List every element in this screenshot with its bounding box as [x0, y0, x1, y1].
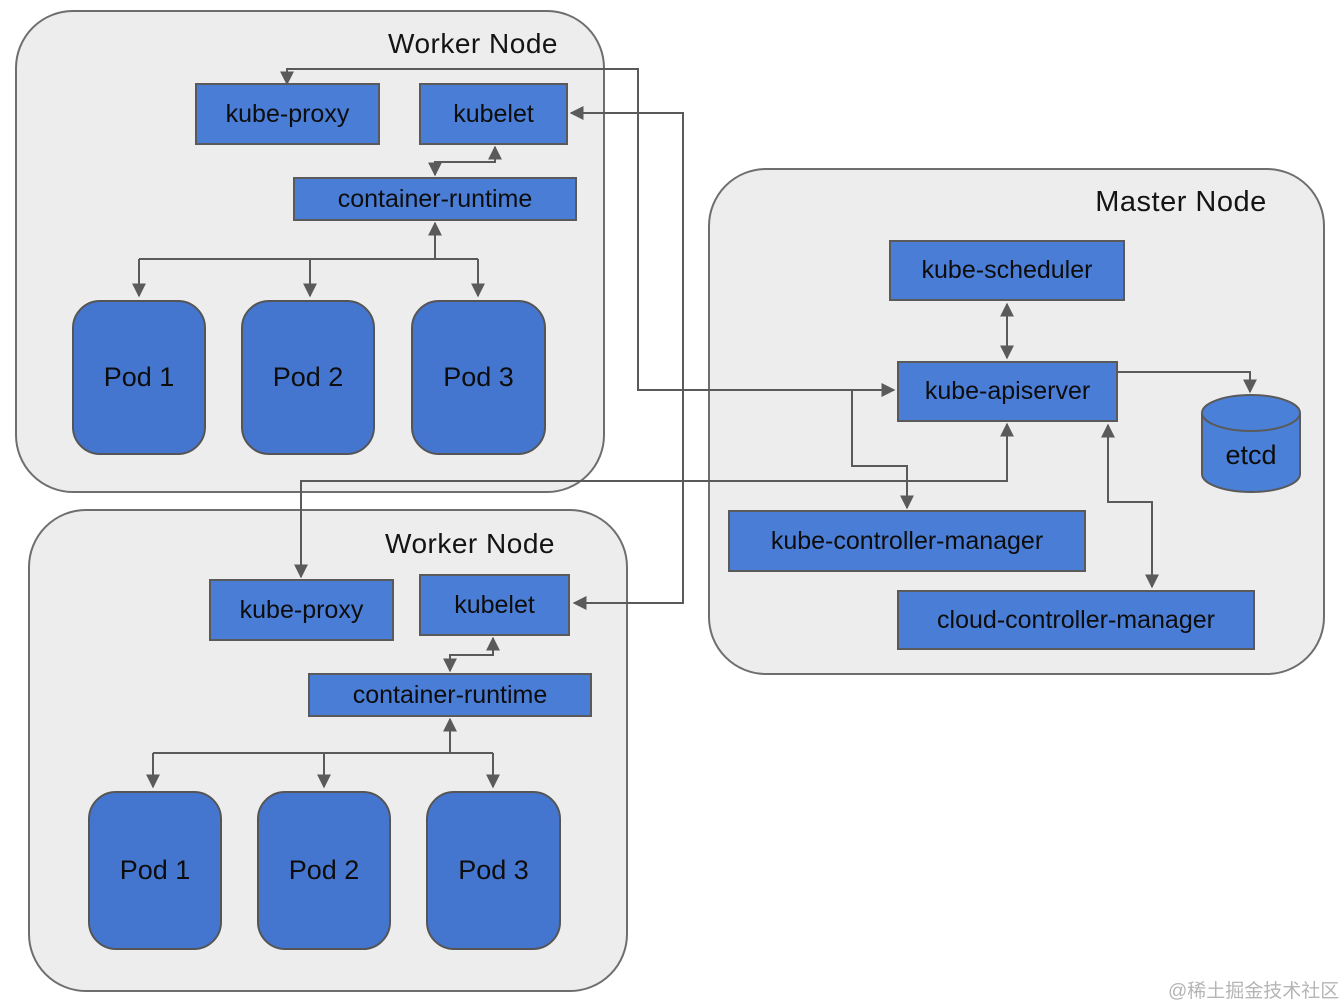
master-kube-controller-manager-box: kube-controller-manager — [728, 510, 1086, 572]
master-node-title: Master Node — [1095, 186, 1267, 218]
worker2-container-runtime-box: container-runtime — [308, 673, 592, 717]
worker2-pod-3: Pod 3 — [426, 791, 561, 950]
worker-node-1-title: Worker Node — [388, 28, 558, 59]
master-kube-apiserver-box: kube-apiserver — [897, 361, 1118, 422]
worker1-container-runtime-box: container-runtime — [293, 177, 577, 221]
worker2-kube-proxy-box: kube-proxy — [209, 579, 394, 641]
worker1-pod-1: Pod 1 — [72, 300, 206, 455]
worker2-pod-2: Pod 2 — [257, 791, 391, 950]
worker1-kube-proxy-box: kube-proxy — [195, 83, 380, 145]
worker1-pod-3: Pod 3 — [411, 300, 546, 455]
worker1-kubelet-box: kubelet — [419, 83, 568, 145]
worker2-pod-1: Pod 1 — [88, 791, 222, 950]
worker-node-2-title: Worker Node — [385, 528, 555, 559]
worker2-kubelet-box: kubelet — [419, 574, 570, 636]
master-kube-scheduler-box: kube-scheduler — [889, 240, 1125, 301]
master-cloud-controller-manager-box: cloud-controller-manager — [897, 590, 1255, 650]
master-etcd-label: etcd — [1225, 440, 1277, 470]
watermark: @稀土掘金技术社区 — [1168, 981, 1340, 1002]
worker1-pod-2: Pod 2 — [241, 300, 375, 455]
